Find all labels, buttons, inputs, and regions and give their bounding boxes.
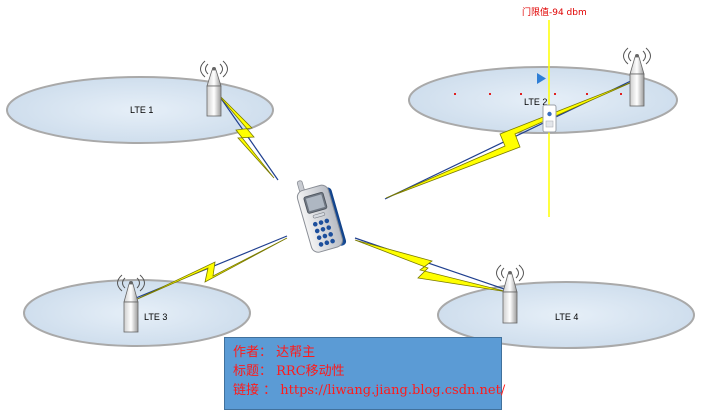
- antenna-tower-lte1: [200, 60, 228, 117]
- cell-label-lte4: LTE 4: [555, 312, 578, 322]
- threshold-label: 门限值-94 dbm: [522, 6, 587, 18]
- antenna-tower-icon: [117, 274, 145, 333]
- play-arrow-icon: [537, 73, 546, 84]
- cell-lte1: LTE 1: [6, 76, 274, 144]
- antenna-tower-icon: [200, 60, 228, 117]
- antenna-tower-lte2: [623, 47, 651, 107]
- antenna-tower-lte4: [496, 264, 524, 324]
- antenna-tower-icon: [496, 264, 524, 324]
- cell-label-lte3: LTE 3: [144, 312, 167, 322]
- mobile-phone-icon: [296, 180, 347, 253]
- link-line: 链接 ： https://liwang.jiang.blog.csdn.net/: [233, 383, 506, 398]
- lightning-bolt-icon: [132, 79, 638, 302]
- device-marker-icon: [542, 104, 557, 133]
- signal-sample-dots: [454, 93, 622, 95]
- cell-label-lte2: LTE 2: [524, 97, 547, 107]
- author-line: 作者： 达帮主: [233, 345, 316, 360]
- cell-lte4: LTE 4: [437, 281, 695, 349]
- title-line: 标题： RRC移动性: [233, 364, 345, 379]
- antenna-tower-lte3: [117, 274, 145, 333]
- info-box: 作者： 达帮主 标题： RRC移动性 链接 ： https://liwang.j…: [224, 337, 506, 410]
- antenna-tower-icon: [623, 47, 651, 107]
- cell-lte2: LTE 2: [408, 66, 678, 134]
- cell-label-lte1: LTE 1: [130, 105, 153, 115]
